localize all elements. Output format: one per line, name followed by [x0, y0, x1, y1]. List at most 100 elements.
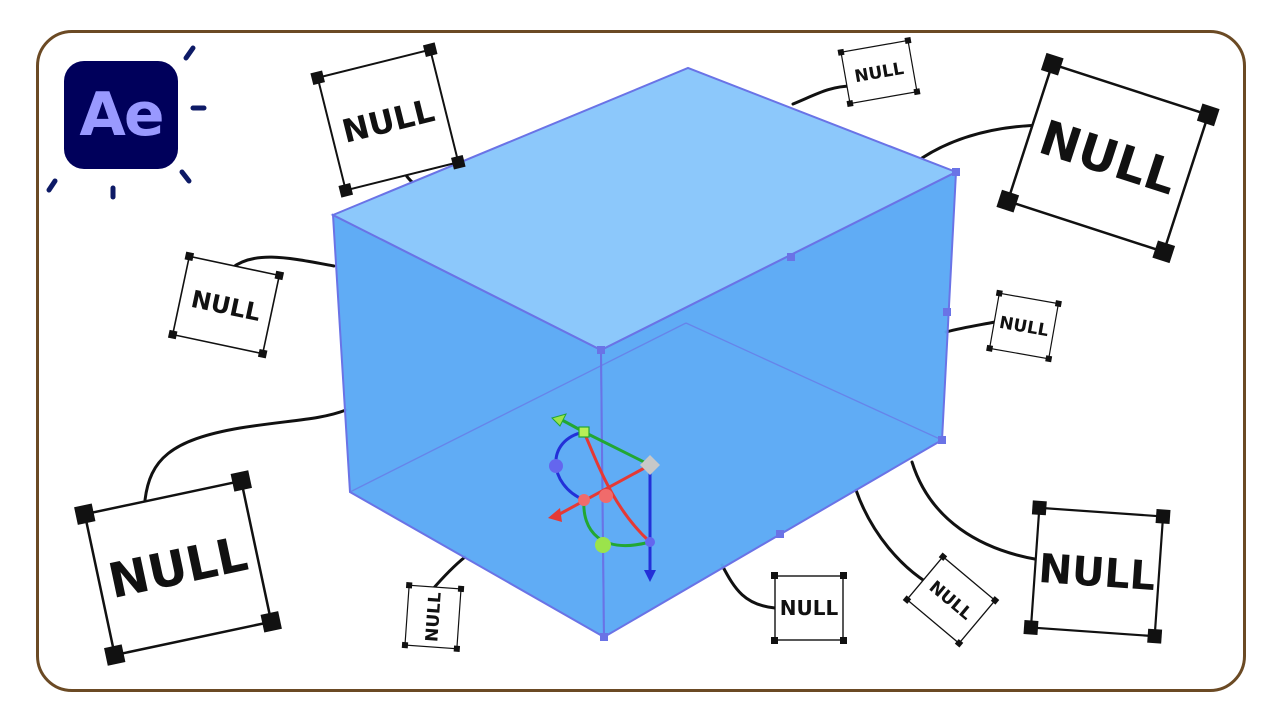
null-object[interactable]: NULL — [1023, 500, 1171, 644]
connector-right-small — [944, 320, 997, 334]
null-corner-handle — [1147, 628, 1163, 644]
after-effects-logo: Ae — [64, 61, 178, 169]
null-corner-handle — [846, 100, 854, 107]
connector-left — [230, 255, 336, 270]
cube-hidden-edge — [349, 322, 687, 493]
vertex-handle — [952, 168, 960, 176]
connector-top-right-small — [791, 84, 854, 106]
null-corner-handle — [1045, 355, 1053, 363]
connector-top-right-big — [920, 123, 1046, 160]
null-corner-handle — [938, 552, 948, 561]
null-object[interactable]: NULL — [996, 52, 1220, 264]
null-label: NULL — [1037, 546, 1157, 600]
cube-vertex-handles — [597, 168, 960, 641]
cube-hidden-edge — [685, 322, 943, 441]
null-corner-handle — [1196, 103, 1220, 127]
gizmo-handle-red-2 — [599, 489, 613, 503]
null-corner-handle — [1054, 300, 1062, 308]
connector-bottom-left — [430, 555, 467, 592]
axis-green — [583, 430, 651, 467]
null-corner-handle — [904, 37, 912, 44]
null-corner-handle — [167, 329, 178, 340]
null-corner-handle — [771, 637, 778, 644]
gizmo-handle-green — [595, 537, 611, 553]
null-frame — [171, 255, 281, 355]
null-frame — [774, 575, 844, 641]
null-corner-handle — [74, 503, 96, 525]
vertex-handle — [938, 436, 946, 444]
null-frame — [1029, 506, 1165, 638]
vertex-handle — [943, 308, 951, 316]
null-corner-handle — [771, 572, 778, 579]
null-corner-handle — [451, 154, 466, 170]
axis-arrow-blue — [644, 570, 656, 582]
null-corner-handle — [104, 644, 126, 666]
null-frame — [906, 555, 996, 645]
null-object[interactable]: NULL — [310, 42, 466, 198]
null-corner-handle — [996, 189, 1020, 213]
null-corner-handle — [837, 48, 845, 56]
null-object[interactable]: NULL — [74, 470, 282, 666]
null-frame — [83, 479, 273, 657]
3d-transform-gizmo-icon[interactable] — [548, 413, 660, 582]
vertex-handle — [787, 253, 795, 261]
vertex-handle — [597, 346, 605, 354]
null-corner-handle — [986, 344, 994, 352]
null-object[interactable]: NULL — [167, 251, 285, 359]
null-corner-handle — [990, 596, 1000, 605]
null-object[interactable]: NULL — [837, 37, 921, 107]
vertex-handle — [600, 633, 608, 641]
rotation-arc-red — [582, 431, 652, 544]
rotation-arc-green — [582, 499, 651, 548]
null-frame — [988, 292, 1060, 360]
gizmo-handle-blue — [549, 459, 563, 473]
null-label: NULL — [780, 596, 839, 620]
null-corner-handle — [230, 470, 252, 492]
null-object[interactable]: NULL — [986, 289, 1062, 363]
null-corner-handle — [457, 585, 465, 593]
null-object[interactable]: NULL — [902, 552, 1000, 648]
connector-bottom-right-big — [910, 460, 1042, 562]
null-object[interactable]: NULL — [771, 572, 847, 644]
gizmo-handle-square — [578, 426, 590, 438]
sun-rays-icon — [46, 45, 207, 200]
null-corner-handle — [1023, 620, 1039, 636]
axis-arrow-green — [551, 413, 567, 427]
null-corner-handle — [184, 251, 195, 262]
null-frame — [1006, 62, 1210, 254]
gizmo-handle-red — [578, 494, 590, 506]
null-corner-handle — [1031, 500, 1047, 516]
vertex-handle — [776, 530, 784, 538]
logo-text: Ae — [79, 80, 164, 150]
null-corner-handle — [1040, 52, 1064, 76]
null-corner-handle — [913, 88, 921, 96]
null-corner-handle — [453, 645, 461, 652]
null-frame — [840, 39, 918, 105]
connector-bottom — [720, 563, 777, 610]
cube-3d — [330, 66, 960, 641]
null-corner-handle — [274, 270, 285, 281]
null-corner-handle — [840, 637, 847, 644]
null-corner-handle — [840, 572, 847, 579]
null-corner-handle — [954, 639, 964, 648]
null-label: NULL — [422, 591, 445, 642]
null-corner-handle — [401, 641, 409, 649]
gizmo-handle-gray — [640, 455, 660, 475]
null-corner-handle — [338, 183, 354, 198]
null-object[interactable]: NULL — [401, 582, 465, 652]
null-corner-handle — [995, 289, 1003, 297]
null-corner-handle — [1152, 240, 1176, 264]
connector-left-bottom — [143, 408, 348, 502]
null-frame — [316, 48, 460, 192]
null-corner-handle — [422, 42, 438, 57]
null-corner-handle — [257, 348, 268, 359]
gizmo-handle-blue-small — [645, 537, 655, 547]
null-corner-handle — [1155, 508, 1171, 524]
null-corner-handle — [310, 70, 325, 86]
null-corner-handle — [405, 582, 413, 589]
null-corner-handle — [902, 595, 912, 604]
axis-arrow-red — [548, 508, 562, 522]
null-frame — [404, 584, 462, 650]
null-corner-handle — [260, 611, 282, 633]
